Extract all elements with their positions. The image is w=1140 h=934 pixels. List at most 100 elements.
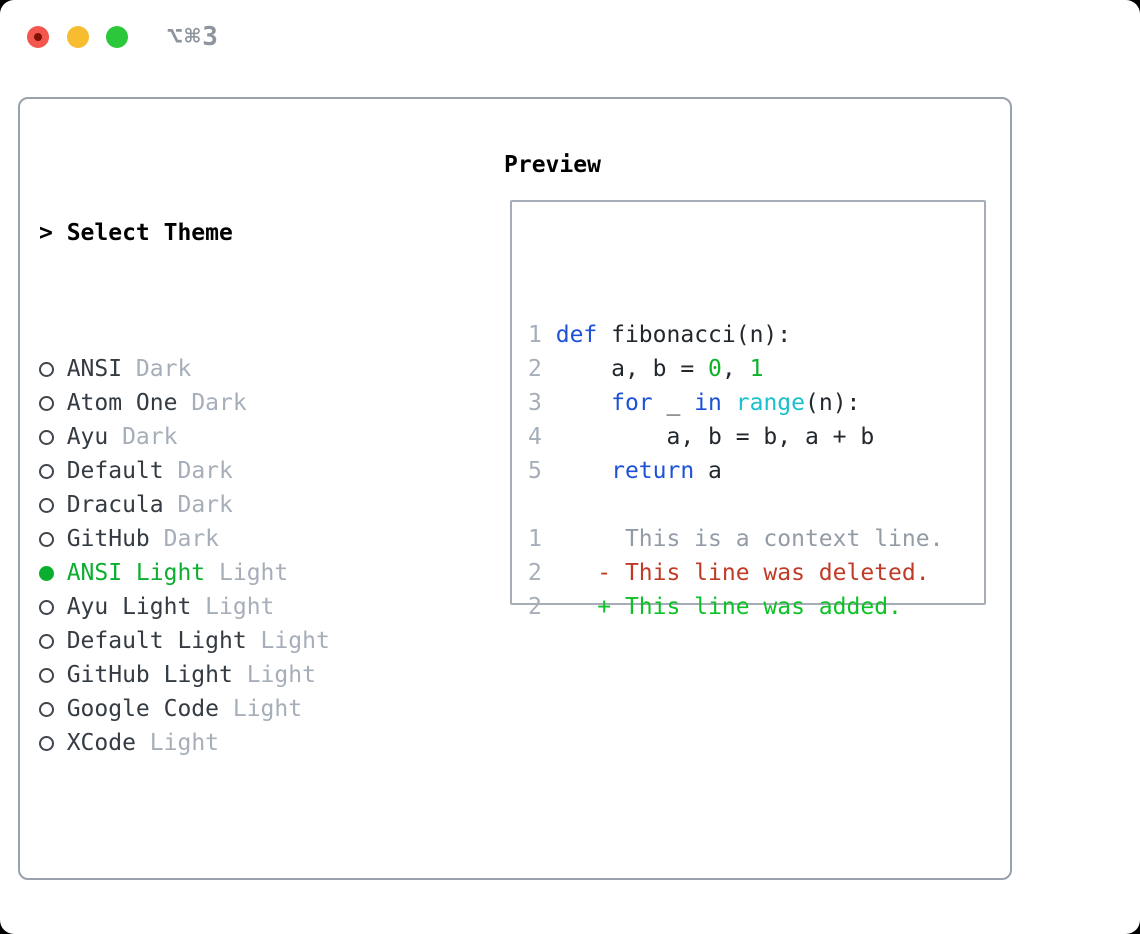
line-number: 3 xyxy=(528,390,542,416)
titlebar: ⌥⌘3 xyxy=(0,0,1140,75)
code-segment-code: (n): xyxy=(805,390,861,416)
line-number: 1 xyxy=(528,526,542,552)
theme-name: Default Light xyxy=(66,628,247,654)
code-segment-code xyxy=(542,322,556,348)
theme-variant-tag: Light xyxy=(232,662,316,688)
theme-variant-tag: Dark xyxy=(163,458,233,484)
theme-name: Ayu Light xyxy=(66,594,192,620)
code-segment-ctx: This is a context line. xyxy=(541,526,944,552)
theme-variant-tag: Light xyxy=(135,730,220,756)
code-segment-code xyxy=(542,390,611,416)
preview-line: 5 return a xyxy=(528,454,984,488)
preview-header: Preview xyxy=(504,152,601,178)
code-segment-lit: 0 xyxy=(708,356,722,382)
theme-option-dracula[interactable]: Dracula Dark xyxy=(39,488,427,522)
theme-option-atom-one[interactable]: Atom One Dark xyxy=(39,386,427,420)
theme-variant-tag: Light xyxy=(205,560,289,586)
code-segment-code: a xyxy=(694,458,722,484)
theme-name: ANSI Light xyxy=(66,560,206,586)
code-segment-code xyxy=(542,458,611,484)
code-segment-code: fibonacci(n): xyxy=(597,322,792,348)
theme-option-google-code[interactable]: Google Code Light xyxy=(39,692,427,726)
theme-variant-tag: Light xyxy=(219,696,303,722)
preview-line xyxy=(528,284,984,318)
theme-name: Atom One xyxy=(66,390,178,416)
radio-icon xyxy=(39,420,67,454)
radio-icon xyxy=(39,386,67,420)
line-number: 2 xyxy=(528,356,542,382)
theme-option-github-light[interactable]: GitHub Light Light xyxy=(39,658,427,692)
theme-option-default[interactable]: Default Dark xyxy=(39,454,427,488)
preview-line: 2 a, b = 0, 1 xyxy=(528,352,984,386)
theme-option-github[interactable]: GitHub Dark xyxy=(39,522,427,556)
select-theme-header: >Select Theme xyxy=(39,216,427,250)
line-number: 5 xyxy=(528,458,542,484)
code-segment-add: + This line was added. xyxy=(541,594,902,620)
code-segment-code: a, b = b, a + b xyxy=(541,424,875,450)
code-segment-kw: def xyxy=(555,322,598,348)
preview-line: 2 - This line was deleted. xyxy=(528,556,984,590)
theme-variant-tag: Dark xyxy=(149,526,220,552)
preview-line: 4 a, b = b, a + b xyxy=(528,420,984,454)
theme-option-ansi[interactable]: ANSI Dark xyxy=(39,352,427,386)
theme-variant-tag: Dark xyxy=(177,390,247,416)
zoom-button[interactable] xyxy=(106,26,128,48)
line-number: 2 xyxy=(528,594,542,620)
preview-line: 1 This is a context line. xyxy=(528,522,984,556)
code-segment-kw: return xyxy=(611,458,695,484)
radio-icon xyxy=(39,352,67,386)
theme-variant-tag: Dark xyxy=(163,492,233,518)
theme-name: Ayu xyxy=(66,424,109,450)
theme-name: GitHub xyxy=(66,526,150,552)
theme-name: XCode xyxy=(66,730,136,756)
theme-option-xcode[interactable]: XCode Light xyxy=(39,726,427,760)
radio-icon xyxy=(39,726,67,760)
radio-icon xyxy=(39,522,67,556)
theme-name: GitHub Light xyxy=(66,662,233,688)
close-button[interactable] xyxy=(27,26,49,48)
minimize-button[interactable] xyxy=(67,26,89,48)
preview-line xyxy=(528,488,984,522)
window-shortcut-label: ⌥⌘3 xyxy=(167,22,220,52)
preview-line: 3 for _ in range(n): xyxy=(528,386,984,420)
radio-icon xyxy=(39,692,67,726)
radio-selected-icon xyxy=(39,556,67,590)
theme-variant-tag: Dark xyxy=(108,424,178,450)
theme-name: Dracula xyxy=(66,492,164,518)
radio-icon xyxy=(39,454,67,488)
line-number: 2 xyxy=(528,560,542,586)
theme-option-ayu-light[interactable]: Ayu Light Light xyxy=(39,590,427,624)
radio-icon xyxy=(39,624,67,658)
code-segment-lit: 1 xyxy=(749,356,764,382)
theme-option-default-light[interactable]: Default Light Light xyxy=(39,624,427,658)
spacer xyxy=(39,862,427,896)
preview-line: 2 + This line was added. xyxy=(528,590,984,624)
code-segment-code: , xyxy=(721,356,750,382)
theme-name: ANSI xyxy=(66,356,123,382)
radio-icon xyxy=(39,590,67,624)
theme-variant-tag: Light xyxy=(246,628,330,654)
line-number: 1 xyxy=(528,322,542,348)
code-segment-code xyxy=(722,390,736,416)
theme-variant-tag: Dark xyxy=(122,356,192,382)
theme-variant-tag: Light xyxy=(191,594,275,620)
code-segment-kw: for xyxy=(611,390,653,416)
theme-option-ansi-light[interactable]: ANSI Light Light xyxy=(39,556,427,590)
preview-line: 1 def fibonacci(n): xyxy=(528,318,984,352)
cursor-caret-icon: > xyxy=(39,220,53,246)
code-segment-fn: range xyxy=(735,390,806,416)
theme-name: Google Code xyxy=(66,696,220,722)
code-segment-del: - This line was deleted. xyxy=(541,560,930,586)
radio-icon xyxy=(39,658,67,692)
code-segment-kw: in xyxy=(694,390,722,416)
radio-icon xyxy=(39,488,67,522)
theme-option-ayu[interactable]: Ayu Dark xyxy=(39,420,427,454)
theme-name: Default xyxy=(66,458,164,484)
line-number: 4 xyxy=(528,424,542,450)
